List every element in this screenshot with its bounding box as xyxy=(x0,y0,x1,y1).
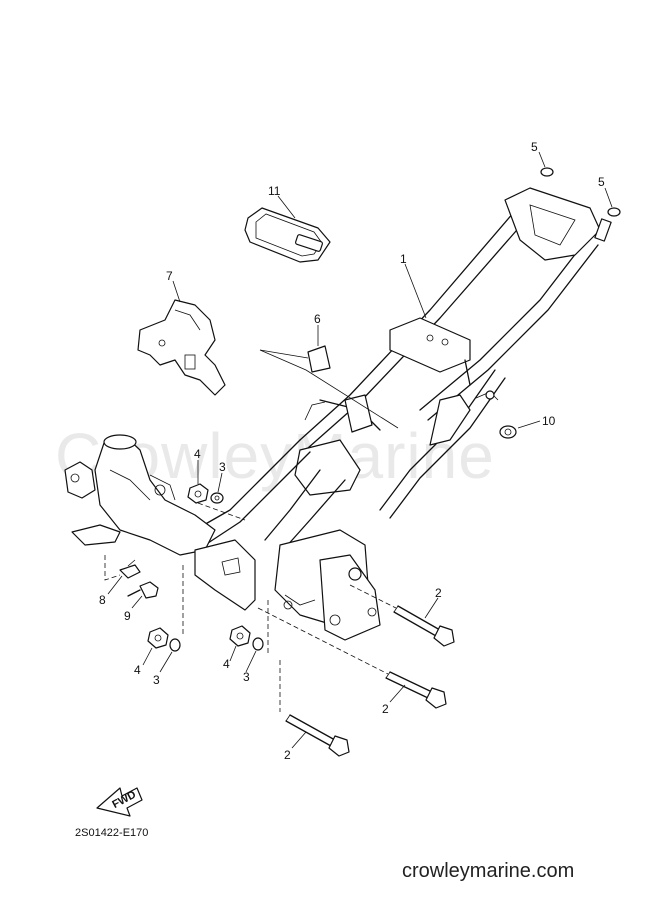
callout-4a: 4 xyxy=(194,447,201,461)
caps-5[interactable] xyxy=(540,167,621,217)
frame-assembly[interactable] xyxy=(64,187,612,641)
callout-8: 8 xyxy=(99,593,106,607)
bracket-7[interactable] xyxy=(137,299,226,396)
leader-5b xyxy=(604,187,613,208)
fwd-arrow-icon: FWD xyxy=(96,787,143,817)
nut-washer-upper[interactable] xyxy=(187,483,246,521)
nut-washer-lower-middle[interactable] xyxy=(229,600,269,655)
callout-4c: 4 xyxy=(223,657,230,671)
callout-7: 7 xyxy=(166,269,173,283)
callout-3a: 3 xyxy=(219,460,226,474)
nut-washer-lower-left[interactable] xyxy=(147,565,184,652)
leader-9 xyxy=(131,595,143,609)
sticker-6[interactable] xyxy=(259,345,399,429)
callout-1: 1 xyxy=(400,252,407,266)
callout-3b: 3 xyxy=(153,673,160,687)
bolt-2-upper[interactable] xyxy=(349,584,455,647)
callout-9: 9 xyxy=(124,609,131,623)
site-name: crowleymarine.com xyxy=(402,860,575,882)
callout-4b: 4 xyxy=(134,663,141,677)
bolt-2-middle[interactable] xyxy=(257,607,447,709)
label-plate-11[interactable] xyxy=(244,207,331,263)
bolt-2-lower[interactable] xyxy=(279,660,350,757)
callout-6: 6 xyxy=(314,312,321,326)
callout-3c: 3 xyxy=(243,670,250,684)
leader-4b xyxy=(142,647,153,666)
leader-2a xyxy=(424,597,439,619)
leader-2b xyxy=(389,684,406,703)
callout-5b: 5 xyxy=(598,175,605,189)
callout-5a: 5 xyxy=(531,140,538,154)
leader-4c xyxy=(229,645,237,662)
leader-3a xyxy=(217,472,223,493)
leader-3c xyxy=(245,650,257,673)
leader-10 xyxy=(517,420,541,429)
callout-10: 10 xyxy=(542,414,556,428)
clip-8[interactable] xyxy=(119,559,141,579)
leader-3b xyxy=(159,651,173,673)
leader-1 xyxy=(404,263,427,319)
callout-2c: 2 xyxy=(284,748,291,762)
callout-2b: 2 xyxy=(382,702,389,716)
leader-7 xyxy=(172,280,181,303)
nut-10[interactable] xyxy=(475,390,517,439)
leader-2c xyxy=(291,731,307,749)
callout-2a: 2 xyxy=(435,586,442,600)
callout-11: 11 xyxy=(268,184,281,198)
leader-8 xyxy=(107,575,123,595)
bolt-9[interactable] xyxy=(127,581,159,599)
leader-11 xyxy=(277,195,296,219)
diagram-code: 2S01422-E170 xyxy=(75,827,148,839)
dash-8 xyxy=(104,555,121,581)
leader-5a xyxy=(538,151,546,168)
